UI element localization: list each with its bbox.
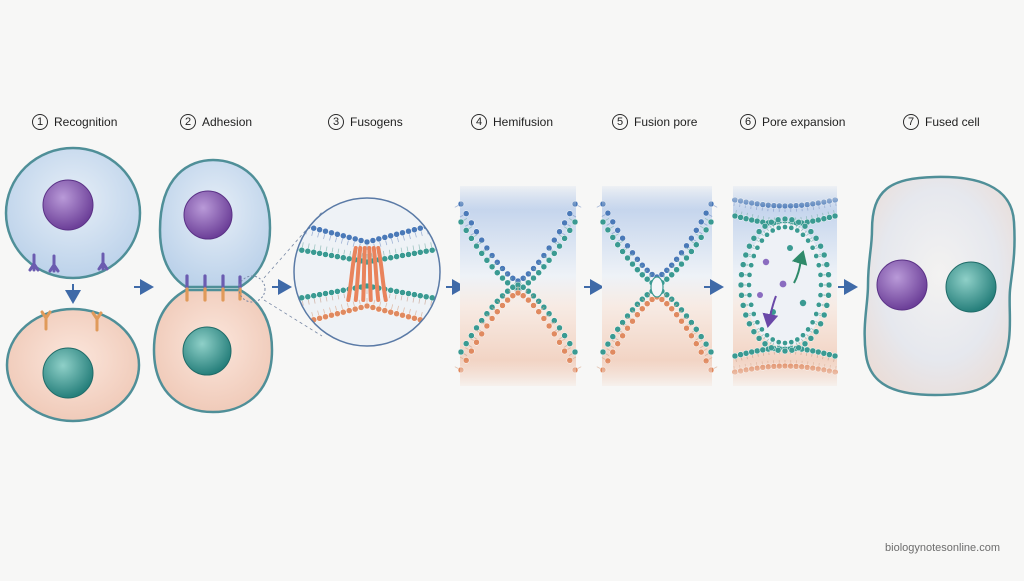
step-label-pore-expansion: 6 Pore expansion <box>740 112 845 132</box>
nucleus-purple <box>184 191 232 239</box>
nucleus-purple <box>43 180 93 230</box>
step-title: Adhesion <box>202 115 252 129</box>
nucleus-teal <box>43 348 93 398</box>
step-number: 3 <box>328 114 344 130</box>
step-label-hemifusion: 4 Hemifusion <box>471 112 553 132</box>
nucleus-teal <box>946 262 996 312</box>
step-title: Fusion pore <box>634 115 697 129</box>
fusion-pore-panel <box>597 182 717 390</box>
pore-expansion-panel <box>732 182 838 390</box>
step-title: Pore expansion <box>762 115 845 129</box>
step-number: 5 <box>612 114 628 130</box>
step-label-fusion-pore: 5 Fusion pore <box>612 112 697 132</box>
step-number: 4 <box>471 114 487 130</box>
nucleus-purple <box>877 260 927 310</box>
step-label-fusogens: 3 Fusogens <box>328 112 403 132</box>
step-label-recognition: 1 Recognition <box>32 112 117 132</box>
source-credit: biologynotesonline.com <box>885 542 1000 554</box>
fusogens-stage <box>287 198 447 346</box>
recognition-stage <box>6 148 140 421</box>
step-title: Hemifusion <box>493 115 553 129</box>
step-title: Fused cell <box>925 115 980 129</box>
step-number: 6 <box>740 114 756 130</box>
step-number: 7 <box>903 114 919 130</box>
step-number: 2 <box>180 114 196 130</box>
step-label-adhesion: 2 Adhesion <box>180 112 252 132</box>
step-number: 1 <box>32 114 48 130</box>
nucleus-teal <box>183 327 231 375</box>
step-title: Fusogens <box>350 115 403 129</box>
step-title: Recognition <box>54 115 117 129</box>
adhesion-stage <box>154 160 272 412</box>
fused-cell-stage <box>865 177 1015 395</box>
step-label-fused-cell: 7 Fused cell <box>903 112 980 132</box>
hemifusion-panel <box>455 182 581 390</box>
